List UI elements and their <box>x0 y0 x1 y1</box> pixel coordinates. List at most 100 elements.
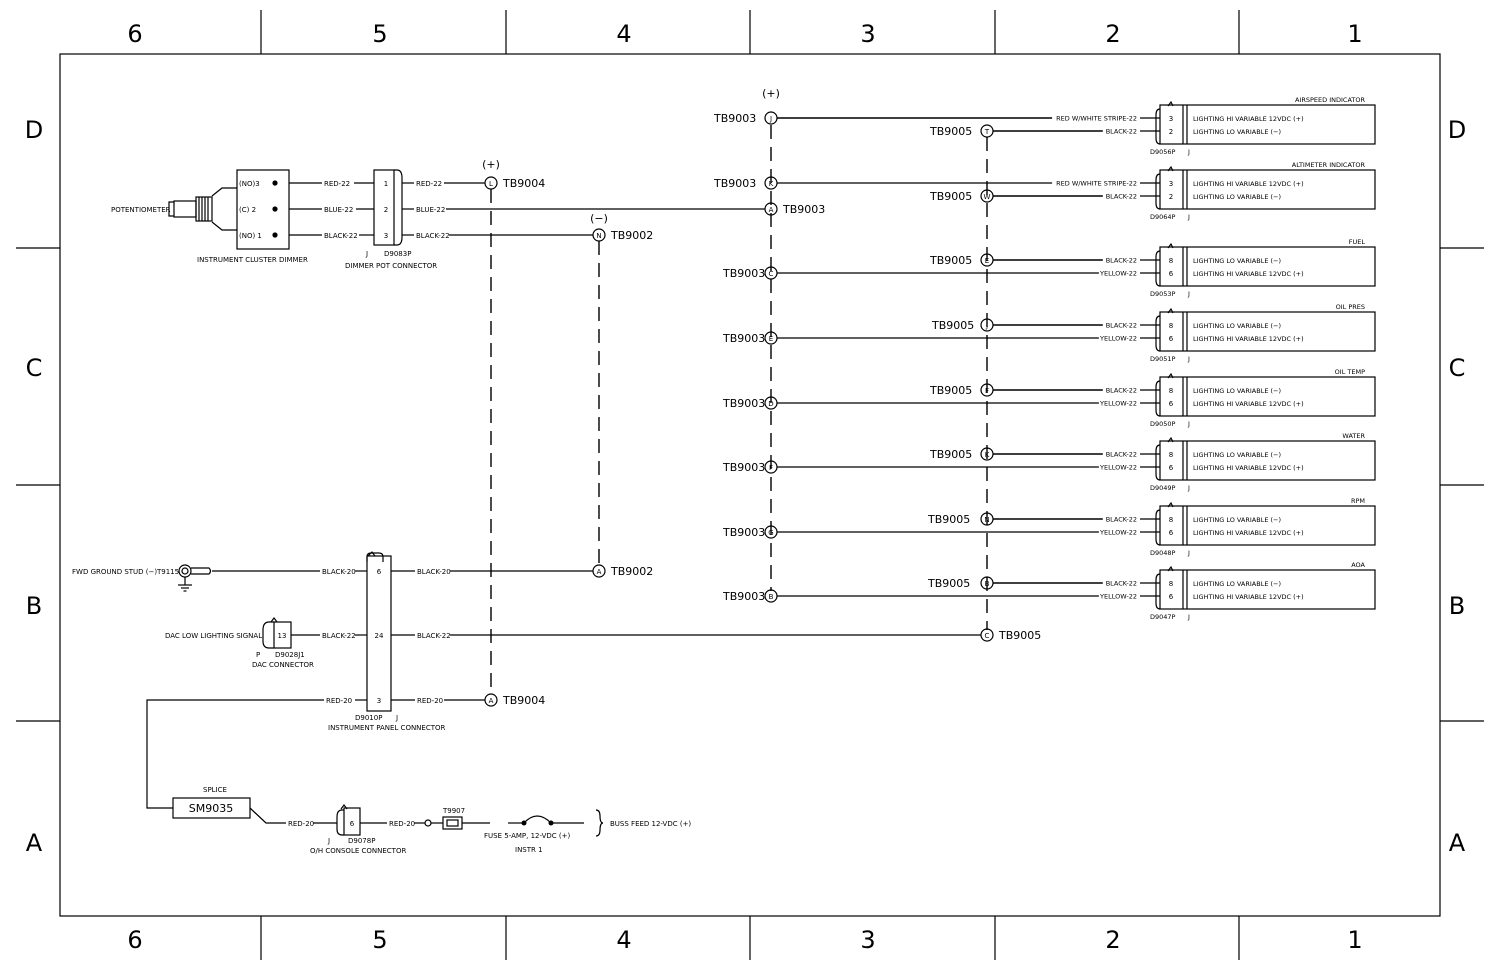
wire-label: BLACK-22 <box>1106 516 1137 524</box>
zone-col-top: 2 <box>1105 20 1120 48</box>
connector-caption: O/H CONSOLE CONNECTOR <box>310 847 406 855</box>
connector-ref: D9051P <box>1150 355 1176 363</box>
terminal-tb9002-bottom: A TB9002 <box>592 564 653 578</box>
wire-label: BLACK-22 <box>1106 128 1137 136</box>
instrument-function: LIGHTING HI VARIABLE 12VDC (+) <box>1193 335 1304 343</box>
instrument-function: LIGHTING LO VARIABLE (−) <box>1193 322 1281 330</box>
node-letter: K <box>769 180 774 188</box>
zone-col-top: 4 <box>616 20 631 48</box>
connector-j: J <box>1187 420 1190 428</box>
terminal-label: TB9003 <box>713 177 756 190</box>
dimmer-pin: (NO) 1 <box>239 232 262 240</box>
wire-label: BLACK-22 <box>417 632 451 640</box>
connector-j: J <box>1187 484 1190 492</box>
connector-pin: 3 <box>384 232 388 240</box>
node-letter: B <box>985 580 990 588</box>
zone-row-right: B <box>1449 592 1465 620</box>
connector-pin: 3 <box>1169 115 1173 123</box>
node-letter: W <box>984 193 991 201</box>
instrument-box <box>1159 505 1376 546</box>
instrument-title: OIL PRES <box>1336 303 1365 311</box>
connector-pin: 6 <box>1169 464 1174 472</box>
dimmer-out-wires: RED-22 BLUE-22 BLACK-22 <box>402 180 765 240</box>
instrument-function: LIGHTING LO VARIABLE (−) <box>1193 580 1281 588</box>
node-letter: J <box>769 115 772 123</box>
wire-label: YELLOW-22 <box>1099 335 1137 343</box>
zone-col-bottom: 2 <box>1105 926 1120 954</box>
connector-pin: 8 <box>1169 516 1173 524</box>
instrument-function: LIGHTING LO VARIABLE (−) <box>1193 387 1281 395</box>
wire-label: BLACK-22 <box>324 232 358 240</box>
zone-row-right: A <box>1449 829 1466 857</box>
terminal-label: TB9003 <box>722 590 765 603</box>
zone-col-bottom: 4 <box>616 926 631 954</box>
zone-col-bottom: 5 <box>372 926 387 954</box>
node-letter: F <box>985 387 989 395</box>
instrument-function: LIGHTING HI VARIABLE 12VDC (+) <box>1193 529 1304 537</box>
node-letter: A <box>769 206 774 214</box>
wire-label: YELLOW-22 <box>1099 593 1137 601</box>
instrument-title: ALTIMETER INDICATOR <box>1292 161 1366 169</box>
fuse-label: FUSE 5-AMP, 12-VDC (+) <box>484 832 570 840</box>
instrument-function: LIGHTING HI VARIABLE 12VDC (+) <box>1193 115 1304 123</box>
connector-pin: 6 <box>1169 270 1174 278</box>
dimmer-pin: (NO)3 <box>239 180 260 188</box>
zone-col-top: 1 <box>1347 20 1362 48</box>
terminal-label: TB9005 <box>929 448 972 461</box>
brace-icon <box>595 809 604 837</box>
instrument-box <box>1159 440 1376 481</box>
wire-label: RED-22 <box>416 180 442 188</box>
ground-icon <box>178 584 192 592</box>
instrument-title: AIRSPEED INDICATOR <box>1295 96 1365 104</box>
connector-pin: 8 <box>1169 451 1173 459</box>
wire-label: YELLOW-22 <box>1099 270 1137 278</box>
dimmer-pin: (C) 2 <box>239 206 256 214</box>
zone-row-left: A <box>26 829 43 857</box>
node-letter: A <box>597 568 602 576</box>
wire-label: RED-20 <box>288 820 314 828</box>
instrument-box <box>1159 169 1376 210</box>
buss-feed: BUSS FEED 12-VDC (+) <box>595 809 691 837</box>
terminal-label: TB9005 <box>929 190 972 203</box>
connector-pin: 6 <box>1169 400 1174 408</box>
node-letter: G <box>768 529 773 537</box>
node-letter: K <box>985 451 990 459</box>
connector-ref: D9078P <box>348 837 375 845</box>
terminal-label: TB9003 <box>713 112 756 125</box>
terminal-label: TB9005 <box>929 384 972 397</box>
wire-label: YELLOW-22 <box>1099 464 1137 472</box>
connector-ref: D9053P <box>1150 290 1176 298</box>
connector-ref: D9049P <box>1150 484 1176 492</box>
zone-col-top: 3 <box>860 20 875 48</box>
wire-label: BLACK-22 <box>1106 451 1137 459</box>
zone-labels: 6 5 4 3 2 1 6 5 4 3 2 1 D C B A D C B A <box>25 20 1466 954</box>
instrument-function: LIGHTING LO VARIABLE (−) <box>1193 193 1281 201</box>
potentiometer-label: POTENTIOMETER <box>111 206 171 214</box>
instrument-box <box>1159 104 1376 145</box>
connector-pin: 3 <box>1169 180 1173 188</box>
instrument-panel-connector: 6 24 3 D9010P J INSTRUMENT PANEL CONNECT… <box>328 551 446 732</box>
node-letter: E <box>985 257 989 265</box>
connector-j: J <box>1187 549 1190 557</box>
terminal-label: TB9003 <box>722 332 765 345</box>
ground-label: FWD GROUND STUD (−) <box>72 568 157 576</box>
node-letter: E <box>769 335 773 343</box>
connector-pin: 24 <box>375 632 384 640</box>
terminal-label: TB9005 <box>929 254 972 267</box>
connector-pin: 1 <box>384 180 388 188</box>
zone-row-left: D <box>25 116 43 144</box>
connector-j: J <box>1187 148 1190 156</box>
connector-caption: DIMMER POT CONNECTOR <box>345 262 437 270</box>
instrument-title: OIL TEMP <box>1335 368 1365 376</box>
zone-col-top: 6 <box>127 20 142 48</box>
buss-label: BUSS FEED 12-VDC (+) <box>610 820 691 828</box>
node-letter: N <box>596 232 601 240</box>
splice-label: SM9035 <box>189 802 233 815</box>
connector-pin: 8 <box>1169 257 1173 265</box>
terminal-tb9004-bottom: A TB9004 <box>484 693 545 707</box>
